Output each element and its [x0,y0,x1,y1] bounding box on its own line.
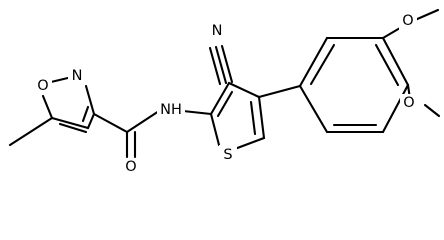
thiophene-bond-c3-c2 [209,81,231,116]
isoxazole-n-label: N [72,68,83,84]
thiophene-bond-c4-c5 [257,95,266,140]
thiophene-bond-c2-s [209,112,221,147]
isoxazole-bond-o-c5 [41,94,54,120]
methoxy-o-top-bg [399,12,417,30]
methoxy-o-bottom-label: O [403,95,414,111]
nitrile-n-bg [208,22,226,40]
amide-nh-label: NH [160,102,182,118]
isoxazole-o-bg [34,77,52,95]
isoxazole-o-label: O [37,78,48,94]
thiophene-s-label: S [223,147,232,163]
methoxy-o-bottom-bg [400,94,418,112]
methoxy-top-bond-2 [413,8,440,22]
methoxy-bottom-bond-2 [423,103,441,118]
isoxazole-bond-c5-c4 [50,116,90,130]
amide-n-carbonyl-bond [125,109,161,134]
benzene-bond-6 [298,84,329,134]
methoxy-o-top-label: O [402,13,413,29]
benzene-bond-1 [298,36,329,88]
thiophene-s-bg [219,145,237,165]
nitrile-n-label: N [212,23,223,39]
isoxazole-bond-c3-n [84,84,96,116]
nitrile-bond-3 [208,46,222,86]
isoxazole-bond-c4-c3 [86,112,96,130]
atom-label-layer: N NH O N O S O O [34,12,418,176]
amide-nh-bg [157,100,185,120]
benzene-bond-3 [381,36,410,87]
nitrile-bond-1 [214,45,228,85]
isoxazole-n-bg [68,67,86,85]
isoxazole-double-c4-c5 [58,122,88,134]
thiophene-bond-c4-c5-double [249,100,257,136]
amide-o-bg [122,158,140,176]
amide-n-c2-bond [181,109,213,116]
thiophene-bond-c3-c2-double [216,90,234,118]
thiophene-bond-s-c5 [230,136,266,152]
thiophene-bond-c3-c4 [227,81,261,99]
molecule-diagram: N NH O N O S O O [8,8,441,176]
methoxy-top-bond-1 [381,26,402,40]
nitrile-bond-2 [220,44,234,84]
aryl-link-bond [257,84,302,99]
methyl-bond [8,116,54,147]
structure-canvas: N NH O N O S O O [8,8,441,176]
benzene-bond-4 [381,83,410,134]
amide-o-label: O [125,159,136,175]
benzene-double-1 [309,43,336,86]
benzene-double-2 [374,43,400,87]
carbonyl-isoxazole-bond [92,112,129,134]
isoxazole-double-c3-c4 [81,105,90,123]
